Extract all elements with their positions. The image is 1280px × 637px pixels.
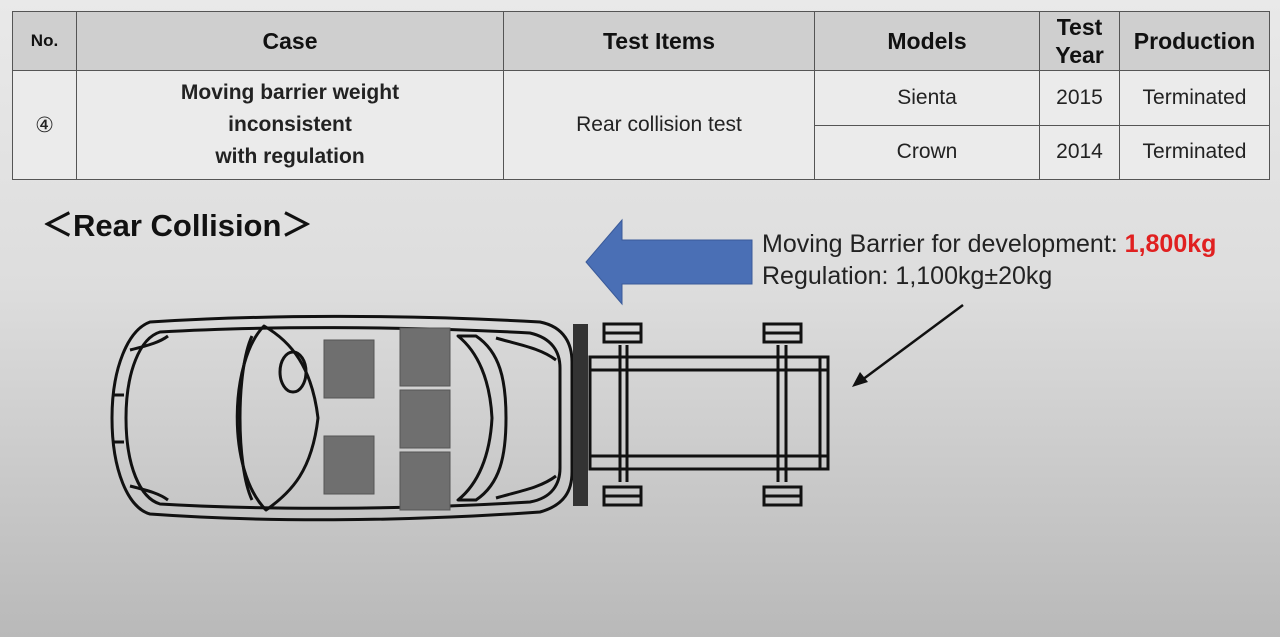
development-weight: 1,800kg xyxy=(1124,230,1217,258)
production-cell: Terminated xyxy=(1119,70,1270,126)
header-production: Production xyxy=(1119,11,1270,71)
barrier-notes: Moving Barrier for development: 1,800kg … xyxy=(762,228,1216,292)
seat xyxy=(399,327,451,387)
year-cell: 2015 xyxy=(1039,70,1120,126)
regulation-line: Regulation: 1,100kg±20kg xyxy=(762,262,1053,290)
seats xyxy=(323,327,451,511)
development-label: Moving Barrier for development: xyxy=(762,230,1125,258)
production-cell: Terminated xyxy=(1119,124,1270,180)
seat xyxy=(399,451,451,511)
table-row: Crown 2014 Terminated xyxy=(13,124,1270,180)
model-cell: Sienta xyxy=(814,70,1040,126)
table-row: ④ Moving barrier weight inconsistent wit… xyxy=(12,70,1270,180)
model-cell: Crown xyxy=(814,124,1040,180)
direction-arrow-icon xyxy=(585,218,753,306)
test-cases-table: No. Case Test Items Models Test Year Pro… xyxy=(12,11,1270,180)
case-line: inconsistent xyxy=(228,113,352,136)
year-cell: 2014 xyxy=(1039,124,1120,180)
case-line: with regulation xyxy=(215,145,365,168)
test-item: Rear collision test xyxy=(503,70,815,180)
header-models: Models xyxy=(814,11,1040,71)
pointer-arrow-icon xyxy=(852,303,964,387)
seat xyxy=(399,389,451,449)
case-line: Moving barrier weight xyxy=(180,81,400,104)
car-top-view-icon xyxy=(110,314,574,522)
case-number: ④ xyxy=(12,70,77,180)
case-description: Moving barrier weight inconsistent with … xyxy=(76,70,504,180)
seat xyxy=(323,435,375,495)
header-test-year-line1: Test xyxy=(1056,14,1103,40)
development-line: Moving Barrier for development: 1,800kg xyxy=(762,228,1216,260)
seat xyxy=(323,339,375,399)
header-test-year-line2: Year xyxy=(1055,42,1104,68)
table-header-row: No. Case Test Items Models Test Year Pro… xyxy=(12,11,1270,71)
header-no: No. xyxy=(12,11,77,71)
moving-barrier-icon xyxy=(573,322,830,507)
section-title: ＜Rear Collision＞ xyxy=(42,208,313,243)
header-test-year: Test Year xyxy=(1039,11,1120,71)
